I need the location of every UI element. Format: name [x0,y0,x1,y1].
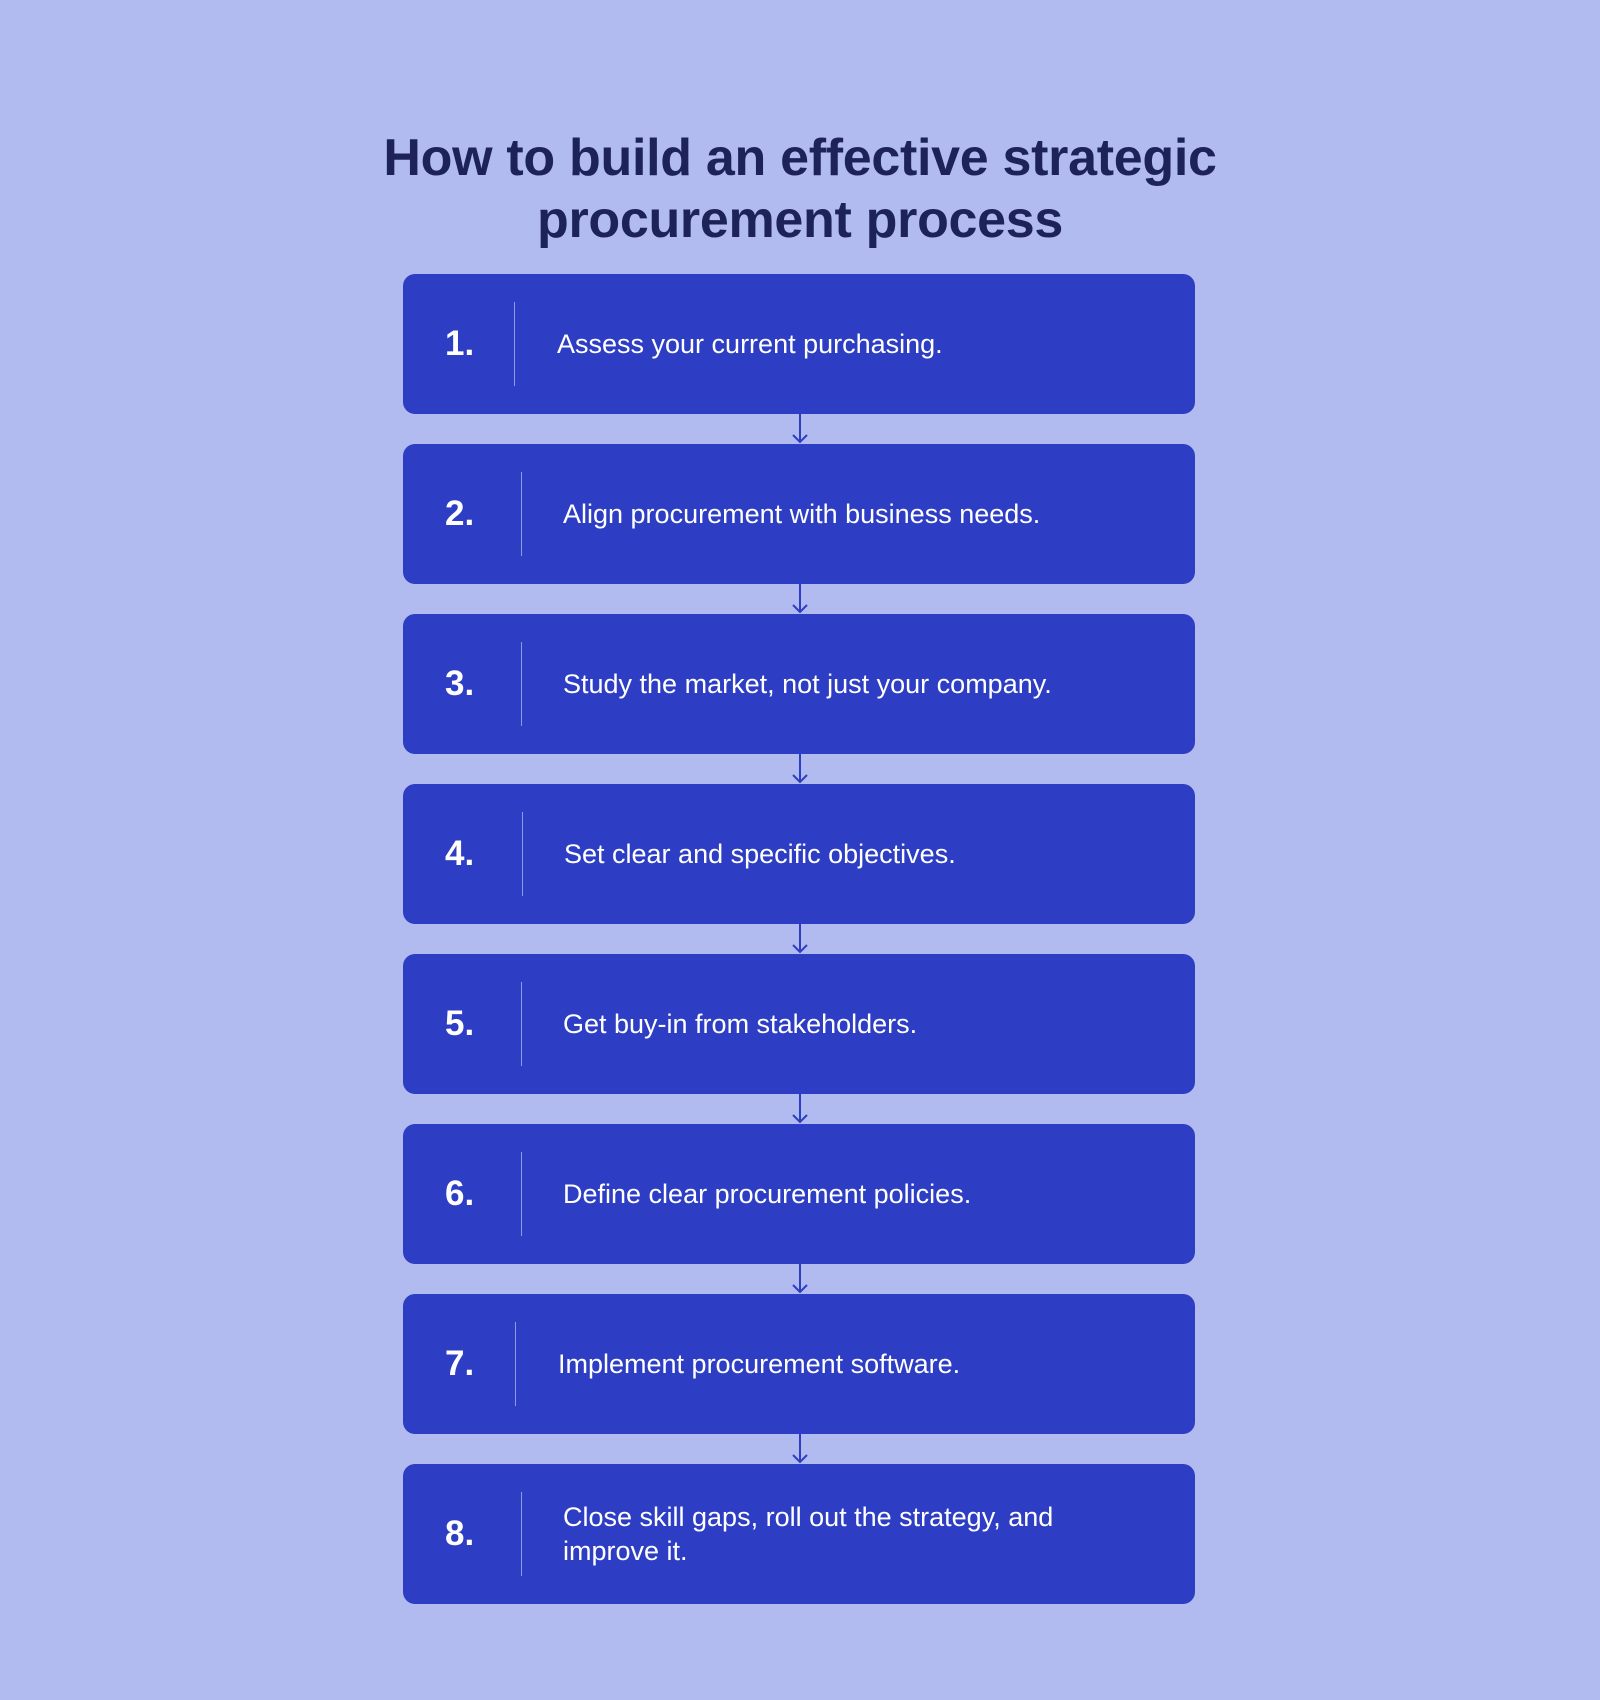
step-number: 8. [445,1514,475,1553]
title-line-1: How to build an effective strategic [383,128,1217,187]
step-2: 2. Align procurement with business needs… [403,444,1195,584]
step-text: Assess your current purchasing. [557,329,943,359]
step-divider [521,982,522,1066]
step-7: 7. Implement procurement software. [403,1294,1195,1434]
step-divider [521,1492,522,1576]
step-number: 2. [445,494,475,533]
step-divider [522,812,523,896]
arrow-down-icon [792,584,808,614]
arrow-down-icon [792,414,808,444]
arrow-down-icon [792,754,808,784]
title-line-2: procurement process [536,190,1064,249]
step-number: 3. [445,664,475,703]
step-divider [521,472,522,556]
step-divider [521,642,522,726]
step-text: Study the market, not just your company. [563,669,1052,699]
arrow-down-icon [792,1094,808,1124]
arrow-down-icon [792,1434,808,1464]
step-1: 1. Assess your current purchasing. [403,274,1195,414]
step-8: 8. Close skill gaps, roll out the strate… [403,1464,1195,1604]
step-divider [514,302,515,386]
step-number: 1. [445,324,475,363]
step-3: 3. Study the market, not just your compa… [403,614,1195,754]
step-text: Get buy-in from stakeholders. [563,1009,918,1039]
step-text: Set clear and specific objectives. [564,839,956,869]
step-number: 7. [445,1344,475,1383]
step-number: 4. [445,834,475,873]
step-divider [521,1152,522,1236]
arrow-down-icon [792,1264,808,1294]
step-text: Define clear procurement policies. [563,1179,972,1209]
step-4: 4. Set clear and specific objectives. [403,784,1195,924]
page-title: How to build an effective strategic proc… [0,127,1600,251]
step-text: Align procurement with business needs. [563,499,1041,529]
step-number: 6. [445,1174,475,1213]
step-6: 6. Define clear procurement policies. [403,1124,1195,1264]
arrow-down-icon [792,924,808,954]
step-text: Implement procurement software. [558,1349,961,1379]
step-number: 5. [445,1004,475,1043]
step-text: Close skill gaps, roll out the strategy,… [563,1502,1054,1566]
step-5: 5. Get buy-in from stakeholders. [403,954,1195,1094]
step-divider [515,1322,516,1406]
